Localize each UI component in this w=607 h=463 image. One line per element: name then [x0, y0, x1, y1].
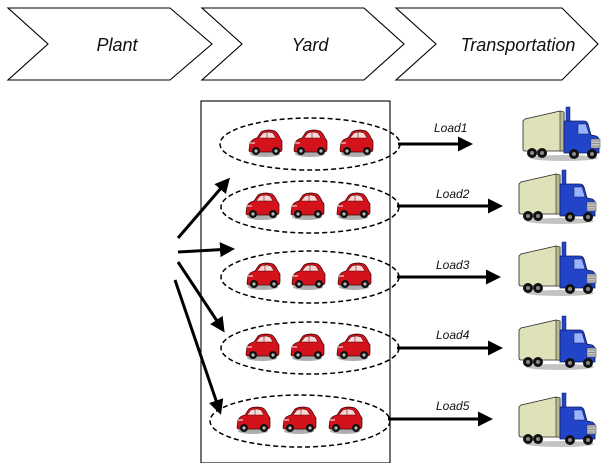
load-label: Load5 [436, 399, 470, 413]
load-ellipse [209, 394, 391, 448]
truck-icon [518, 392, 597, 448]
yard-box [200, 100, 391, 463]
car-icon [290, 333, 325, 362]
truck-icon [518, 241, 597, 297]
car-icon [337, 262, 372, 291]
stage-chevron-transportation: Transportation [394, 7, 599, 81]
stage-chevron-plant: Plant [6, 7, 213, 81]
truck-icon [518, 315, 597, 371]
stage-label-yard: Yard [292, 35, 330, 55]
load-group-5: Load5 [209, 392, 597, 448]
stage-chevron-yard: Yard [200, 7, 405, 81]
car-icon [290, 192, 325, 221]
load-label: Load3 [436, 258, 470, 272]
arrow-to-load3 [177, 242, 235, 258]
truck-icon [522, 106, 601, 162]
car-icon [339, 129, 374, 158]
stage-label-transportation: Transportation [461, 35, 576, 55]
load-label: Load1 [434, 121, 467, 135]
load-group-2: Load2 [220, 169, 597, 234]
load-label: Load4 [436, 328, 470, 342]
truck-icon [518, 169, 597, 225]
arrow-to-load5 [173, 279, 224, 415]
car-icon [248, 129, 283, 158]
car-icon [245, 333, 280, 362]
car-icon [236, 406, 271, 435]
car-icon [328, 406, 363, 435]
stage-label-plant: Plant [96, 35, 138, 55]
incoming-arrows [173, 177, 235, 415]
car-icon [282, 406, 317, 435]
car-icon [291, 262, 326, 291]
load-group-4: Load4 [220, 315, 597, 375]
car-icon [336, 192, 371, 221]
arrow-to-load4 [176, 261, 225, 333]
car-icon [246, 262, 281, 291]
load-label: Load2 [436, 187, 470, 201]
car-icon [245, 192, 280, 221]
load-group-3: Load3 [220, 241, 597, 304]
load-group-1: Load1 [219, 106, 601, 171]
arrow-to-load2 [176, 177, 230, 239]
car-icon [293, 129, 328, 158]
car-icon [336, 333, 371, 362]
